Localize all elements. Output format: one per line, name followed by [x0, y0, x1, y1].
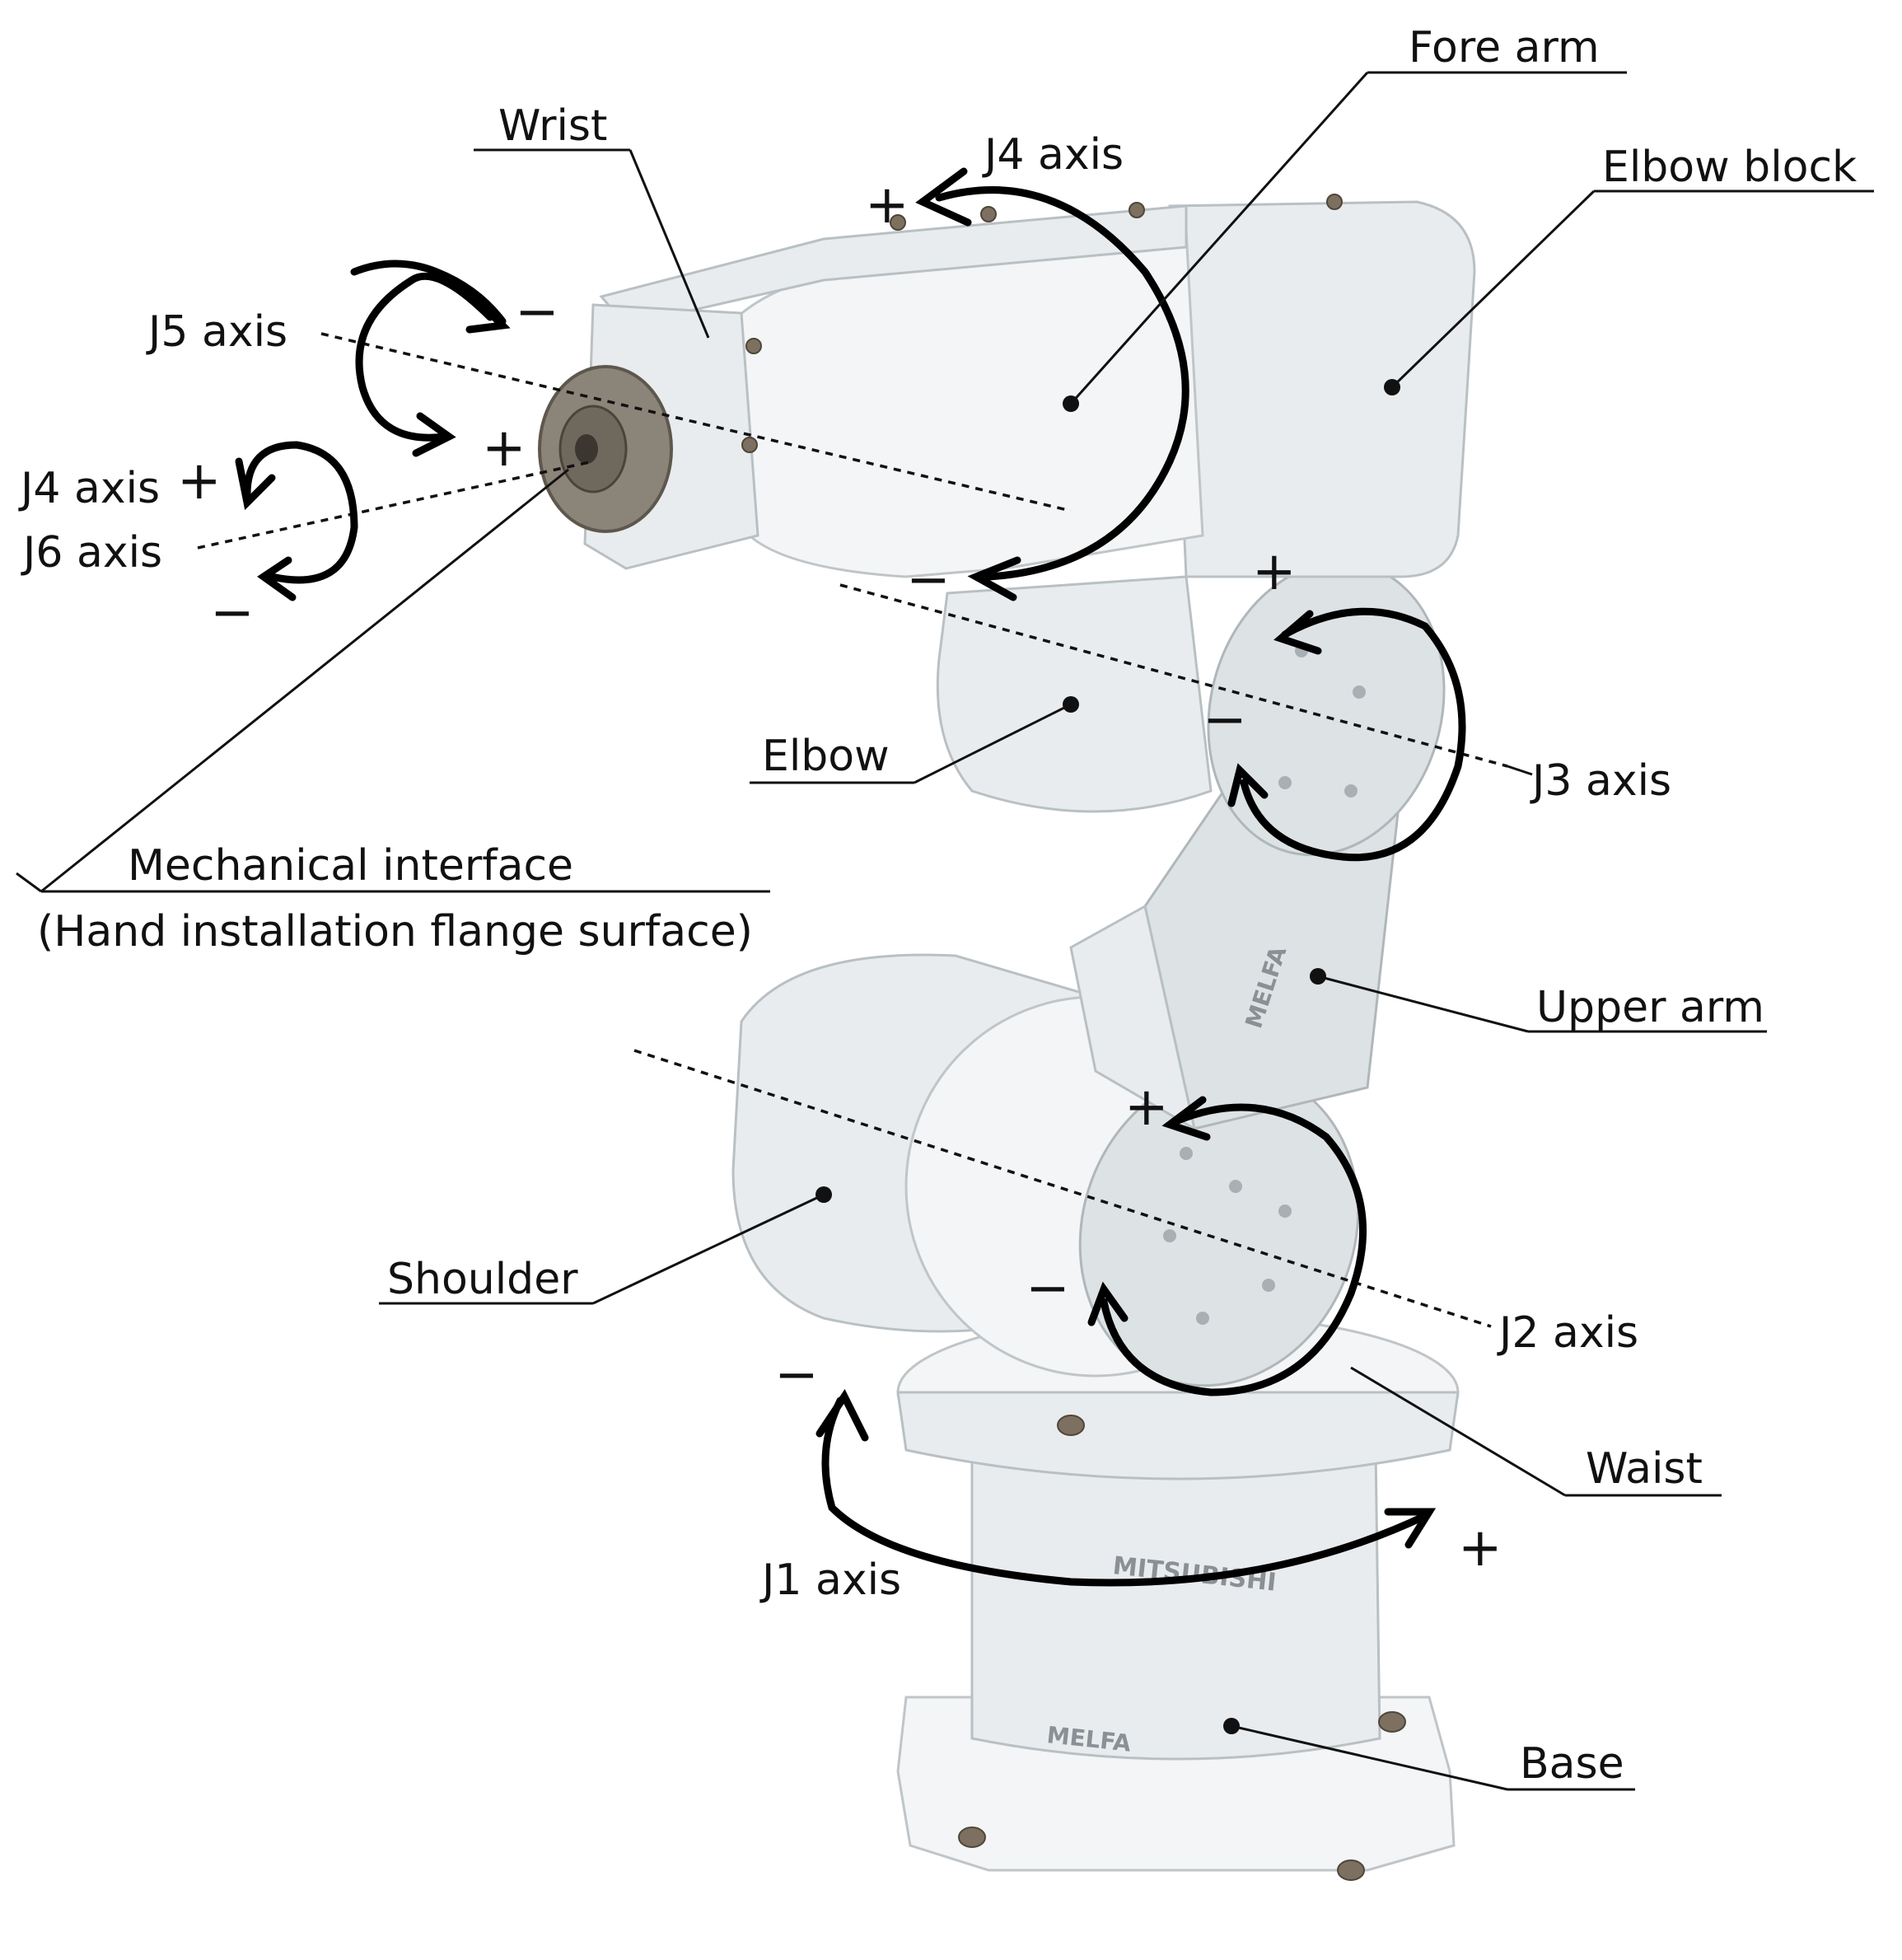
- sign-j2-plus: +: [1124, 1077, 1169, 1138]
- sign-j6-minus: −: [210, 582, 255, 643]
- j6-arrow[interactable]: [243, 441, 358, 584]
- rotation-arrows: [235, 167, 1466, 1587]
- j3-axis-line: [839, 583, 1508, 768]
- sign-j5-minus: −: [515, 282, 559, 343]
- elbow-block-body: [1168, 200, 1476, 578]
- direction-signs: + − − + + − + − + − − +: [177, 175, 1502, 1579]
- label-j4-axis-top: J4 axis: [982, 130, 1124, 180]
- label-j3-axis: J3 axis: [1530, 756, 1671, 806]
- j5-arrow[interactable]: [355, 272, 494, 442]
- sign-j2-minus: −: [1026, 1258, 1070, 1319]
- sign-j3-minus: −: [1203, 690, 1247, 751]
- label-elbow-block: Elbow block: [1602, 143, 1857, 192]
- label-j1-axis: J1 axis: [759, 1555, 901, 1605]
- label-hand-flange-surface: (Hand installation flange surface): [37, 907, 753, 957]
- j6-axis-line: [197, 460, 594, 550]
- sign-j4-top-plus: +: [865, 175, 909, 236]
- j2-axis-line: [633, 1049, 1492, 1328]
- sign-j6-plus: +: [177, 451, 222, 512]
- axis-lines: [197, 332, 1508, 1328]
- sign-j3-plus: +: [1252, 541, 1297, 602]
- sign-j1-plus: +: [1458, 1518, 1502, 1579]
- j1-arrow[interactable]: [821, 1396, 1429, 1587]
- sign-j5-plus: +: [482, 418, 526, 479]
- label-j6-axis: J6 axis: [21, 528, 162, 578]
- text-labels: Fore arm Wrist J4 axis Elbow block J5 ax…: [18, 23, 1857, 1789]
- label-waist: Waist: [1586, 1444, 1703, 1494]
- label-shoulder: Shoulder: [387, 1255, 578, 1304]
- label-j5-axis: J5 axis: [146, 307, 287, 357]
- base-column: [970, 1448, 1381, 1761]
- label-j4-axis-left: J4 axis: [18, 464, 160, 513]
- label-upper-arm: Upper arm: [1536, 983, 1764, 1032]
- label-mechanical-interface: Mechanical interface: [128, 841, 573, 891]
- label-base: Base: [1520, 1739, 1624, 1789]
- upper-arm-side: [1069, 904, 1197, 1132]
- label-elbow: Elbow: [762, 732, 890, 781]
- label-fore-arm: Fore arm: [1409, 23, 1600, 73]
- sign-j1-minus: −: [774, 1345, 819, 1406]
- j4-top-arrow[interactable]: [935, 186, 1189, 581]
- j3-arrow[interactable]: [1240, 607, 1466, 862]
- elbow-housing: [936, 575, 1213, 813]
- waist-body: [896, 1391, 1460, 1481]
- j5-axis-line: [320, 332, 1072, 512]
- label-j2-axis: J2 axis: [1497, 1308, 1638, 1358]
- fore-arm-body: [723, 229, 1204, 578]
- j2-arrow[interactable]: [1100, 1103, 1367, 1396]
- sign-j4-top-minus: −: [906, 550, 951, 610]
- label-wrist: Wrist: [498, 101, 607, 151]
- robot-illustration: MITSUBISHI MELFA MELFA: [538, 194, 1476, 1881]
- leaders: [16, 71, 1874, 1791]
